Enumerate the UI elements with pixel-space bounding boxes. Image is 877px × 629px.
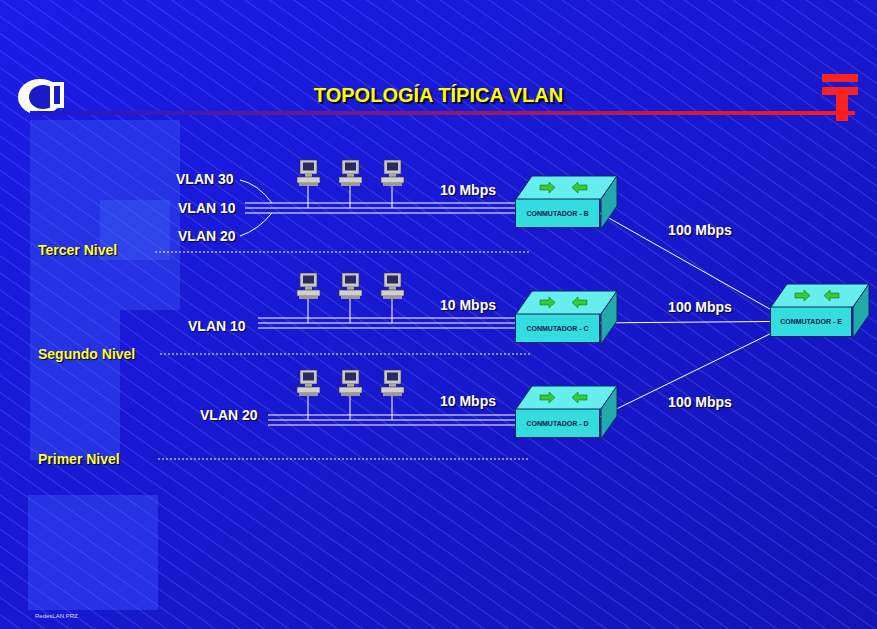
- speed-label: 10 Mbps: [440, 393, 496, 409]
- speed-label: 10 Mbps: [440, 182, 496, 198]
- switch-name: CONMUTADOR - C: [526, 325, 588, 332]
- switch-box: CONMUTADOR - C: [515, 313, 600, 343]
- vlan-label: VLAN 20: [178, 228, 236, 244]
- switch-box: CONMUTADOR - E: [770, 306, 852, 337]
- vlan-label: VLAN 10: [178, 200, 236, 216]
- level-label: Segundo Nivel: [38, 346, 135, 362]
- level-label: Primer Nivel: [38, 451, 120, 467]
- link-speed-label: 100 Mbps: [668, 394, 732, 410]
- switch-box: CONMUTADOR - B: [515, 198, 600, 228]
- vlan-label: VLAN 20: [200, 407, 258, 423]
- link-speed-label: 100 Mbps: [668, 299, 732, 315]
- switch-name: CONMUTADOR - D: [526, 420, 588, 427]
- vlan-label: VLAN 10: [188, 318, 246, 334]
- slide-title: TOPOLOGÍA TÍPICA VLAN: [0, 84, 877, 107]
- switch-name: CONMUTADOR - E: [780, 318, 842, 325]
- trunk-link: [600, 213, 770, 309]
- trunk-link: [600, 322, 770, 323]
- switch-box: CONMUTADOR - D: [515, 408, 600, 438]
- switch-3d-faces: [516, 291, 618, 345]
- trunk-link: [600, 334, 770, 417]
- level-label: Tercer Nivel: [38, 242, 117, 258]
- switch-3d-faces: [516, 386, 618, 440]
- switch-name: CONMUTADOR - B: [526, 210, 588, 217]
- speed-label: 10 Mbps: [440, 297, 496, 313]
- switch-3d-faces: [771, 284, 870, 339]
- vlan-label: VLAN 30: [176, 171, 234, 187]
- switch-3d-faces: [516, 176, 618, 230]
- footer-note: RedesLAN.PRZ: [35, 613, 78, 619]
- link-speed-label: 100 Mbps: [668, 222, 732, 238]
